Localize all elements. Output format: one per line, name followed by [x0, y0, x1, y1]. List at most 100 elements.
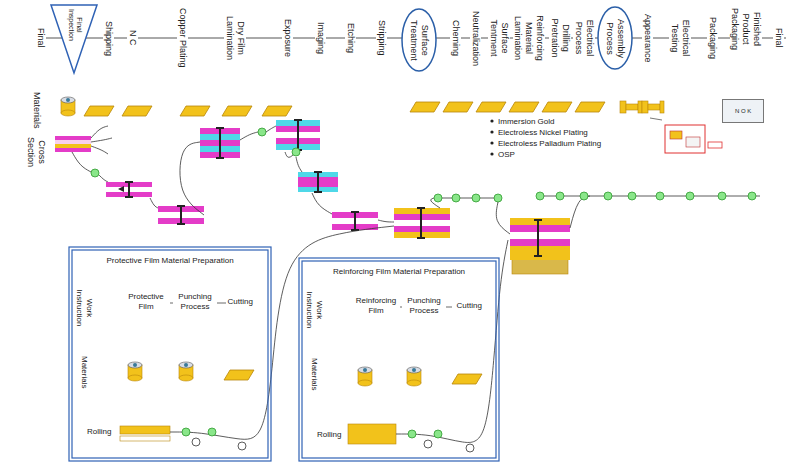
- process-roller: [208, 428, 216, 436]
- via-hole: [314, 172, 322, 192]
- note-label: Electroless Palladium Plating: [497, 139, 602, 149]
- illustration-shape: [179, 362, 193, 368]
- step-label: Cheming: [450, 19, 461, 57]
- via-hole: [294, 120, 302, 150]
- guide-roller: [424, 440, 432, 448]
- connector-part: [642, 101, 648, 113]
- cross-section-layer: [55, 148, 91, 152]
- cross-section-layer: [55, 136, 91, 140]
- process-roller: [258, 128, 266, 136]
- illustration-shape: [61, 110, 75, 116]
- process-roller: [656, 192, 664, 200]
- note-label: Electroless Nickel Plating: [497, 128, 589, 138]
- illustration-shape: [128, 362, 142, 368]
- bullet: [490, 119, 493, 122]
- cross-section-layer: [510, 232, 570, 239]
- assembly-part: [670, 131, 682, 139]
- process-roller: [604, 192, 612, 200]
- note-label: Cutting: [456, 301, 483, 311]
- step-dash: [216, 303, 226, 304]
- illustration-shape: [179, 375, 193, 381]
- flow-line: [72, 152, 91, 172]
- via-hole: [216, 128, 224, 158]
- material-sheet: [222, 106, 252, 116]
- illustration-shape: [120, 436, 170, 441]
- material-sheet: [452, 374, 482, 384]
- step-label: Copper Plating: [177, 7, 188, 69]
- material-sheet: [122, 106, 152, 116]
- illustration-shape: [363, 368, 367, 372]
- guide-roller: [238, 442, 246, 450]
- cross-section-layer: [510, 239, 570, 246]
- material-sheet: [542, 102, 572, 112]
- illustration-shape: [648, 104, 660, 110]
- bullet: [490, 141, 493, 144]
- note-label: OSP: [497, 150, 516, 160]
- process-roller: [718, 192, 726, 200]
- process-roller: [686, 192, 694, 200]
- material-sheet: [262, 106, 292, 116]
- guide-roller: [192, 438, 200, 446]
- process-roller: [452, 194, 460, 202]
- step-label: Neutralization: [470, 10, 481, 67]
- step-label: Work Instruction: [304, 289, 323, 331]
- node-shape: [72, 250, 268, 458]
- process-roller: [556, 192, 564, 200]
- illustration-shape: [358, 380, 372, 386]
- process-roller: [408, 430, 416, 438]
- node-shape: [69, 247, 271, 461]
- step-label: Materials: [31, 91, 42, 130]
- flow-line: [296, 157, 302, 172]
- flow-line: [438, 198, 500, 199]
- illustration-shape: [407, 367, 421, 373]
- guide-roller: [466, 444, 474, 452]
- illustration-shape: [412, 368, 416, 372]
- material-sheet: [575, 102, 605, 112]
- flow-line: [91, 146, 108, 154]
- illustration-shape: [708, 142, 722, 148]
- process-roller: [434, 194, 442, 202]
- via-hole: [534, 220, 542, 256]
- step-label: Surface Tentment: [488, 7, 510, 69]
- illustration-shape: [626, 104, 638, 110]
- process-roller: [182, 428, 190, 436]
- step-label: Stripping: [376, 19, 387, 57]
- step-label: Imaging: [315, 21, 326, 55]
- film-roll: [120, 426, 170, 434]
- flow-line: [91, 138, 112, 142]
- illustration-shape: [184, 363, 188, 367]
- node-text: Reinforcing Film Material Preparation: [333, 267, 465, 277]
- note-label: Cutting: [227, 297, 254, 307]
- inspection-triangle: Final Inspection: [50, 4, 98, 74]
- process-roller: [580, 192, 588, 200]
- label-box: N O K: [722, 99, 764, 123]
- step-label: Etching: [345, 22, 356, 54]
- illustration-shape: [660, 101, 664, 113]
- leader-line: [650, 118, 662, 120]
- node-text: Final Inspection: [66, 9, 83, 41]
- note-label: Punching Process: [402, 296, 446, 315]
- flow-line: [99, 175, 108, 182]
- step-label: Electrical Process: [573, 7, 595, 69]
- material-sheet: [476, 102, 506, 112]
- assembly-box: [665, 125, 705, 153]
- flow-line: [570, 196, 590, 228]
- step-label: Materials: [79, 355, 89, 389]
- node-text: Surface Treatment: [408, 20, 430, 61]
- process-roller: [628, 192, 636, 200]
- step-label: N C: [127, 29, 138, 47]
- step-label: Packaging: [707, 16, 718, 60]
- step-label: Final: [773, 27, 784, 49]
- node-text: Protective Film Material Preparation: [107, 256, 234, 266]
- connector-part: [620, 101, 626, 113]
- flow-line: [496, 202, 510, 234]
- flow-line: [540, 196, 760, 197]
- material-sheet: [180, 106, 210, 116]
- material-sheet: [443, 102, 473, 112]
- flow-line: [91, 126, 108, 138]
- note-label: Protective Film: [122, 292, 170, 311]
- via-hole: [177, 206, 185, 224]
- process-roller: [91, 169, 99, 177]
